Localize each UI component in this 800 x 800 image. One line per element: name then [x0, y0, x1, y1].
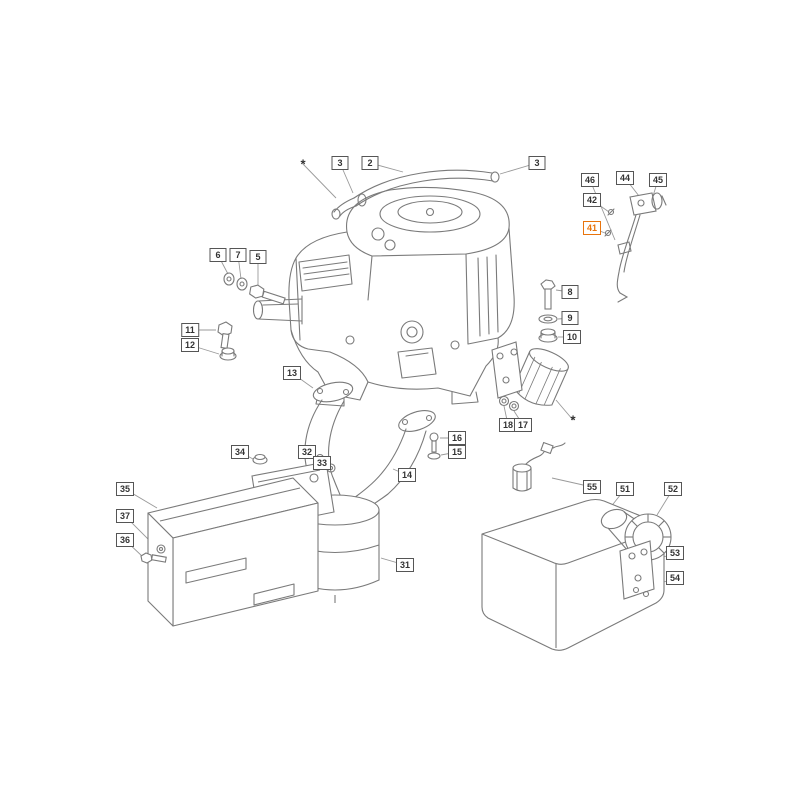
carburetor	[397, 347, 437, 379]
cover-slot-handle	[185, 557, 247, 584]
bolt-11	[217, 321, 233, 349]
part-label-3b[interactable]: 3	[528, 156, 546, 170]
part-label-9[interactable]: 9	[561, 311, 579, 325]
part-label-42[interactable]: 42	[582, 193, 602, 207]
part-label-14[interactable]: 14	[397, 468, 417, 482]
part-label-33[interactable]: 33	[312, 456, 332, 470]
exhaust-gasket-14	[398, 410, 436, 432]
part-label-51[interactable]: 51	[615, 482, 635, 496]
hose-clamp-right	[490, 171, 500, 183]
part-label-41[interactable]: 41	[582, 221, 602, 235]
washer-6	[223, 272, 235, 286]
nut-15	[427, 452, 441, 460]
part-label-15[interactable]: 15	[447, 445, 467, 459]
part-label-36[interactable]: 36	[115, 533, 135, 547]
part-label-16[interactable]: 16	[447, 431, 467, 445]
nut-10	[538, 328, 558, 343]
part-label-34[interactable]: 34	[230, 445, 250, 459]
choke-screw-42	[607, 208, 615, 216]
bolt-36	[140, 552, 167, 564]
tank-bracket	[619, 540, 655, 600]
part-label-37[interactable]: 37	[115, 509, 135, 523]
crankshaft	[252, 295, 303, 325]
cover-slot-lower	[253, 583, 295, 606]
part-label-45[interactable]: 45	[648, 173, 668, 187]
bracket-screws-54	[632, 586, 650, 598]
fasteners	[140, 272, 558, 564]
oil-cap	[371, 227, 385, 241]
cable-clamp	[617, 241, 632, 255]
choke-screw-41	[604, 229, 612, 237]
engine-control-panel	[298, 254, 353, 292]
part-label-52[interactable]: 52	[663, 482, 683, 496]
part-label-54[interactable]: 54	[665, 571, 685, 585]
part-label-46[interactable]: 46	[580, 173, 600, 187]
part-label-3a[interactable]: 3	[331, 156, 349, 170]
part-label-32[interactable]: 32	[297, 445, 317, 459]
washer-9	[538, 314, 558, 324]
part-label-53[interactable]: 53	[665, 546, 685, 560]
battery-cover	[147, 477, 319, 627]
part-label-5[interactable]: 5	[249, 250, 267, 264]
part-label-35[interactable]: 35	[115, 482, 135, 496]
part-label-44[interactable]: 44	[615, 171, 635, 185]
part-label-star-a[interactable]: *	[300, 156, 306, 172]
part-label-star-b[interactable]: *	[570, 412, 576, 428]
part-label-31[interactable]: 31	[395, 558, 415, 572]
part-label-13[interactable]: 13	[282, 366, 302, 380]
choke-cable-assembly	[604, 192, 667, 303]
bolt-5	[249, 284, 286, 305]
fuel-sender	[512, 441, 566, 492]
part-label-6[interactable]: 6	[209, 248, 227, 262]
nut-12	[219, 347, 237, 361]
part-label-17[interactable]: 17	[513, 418, 533, 432]
part-label-2[interactable]: 2	[361, 156, 379, 170]
part-label-10[interactable]: 10	[562, 330, 582, 344]
washer-37	[156, 544, 166, 554]
choke-knob	[651, 192, 663, 210]
fuel-hose	[331, 169, 500, 220]
washer-7	[236, 277, 248, 291]
oil-filter-bracket	[491, 341, 523, 412]
part-label-55[interactable]: 55	[582, 480, 602, 494]
part-label-7[interactable]: 7	[229, 248, 247, 262]
nut-34	[252, 453, 268, 465]
screw-16	[429, 432, 439, 453]
hose-clamp-left	[357, 193, 367, 207]
part-label-8[interactable]: 8	[561, 285, 579, 299]
bolt-8	[540, 279, 556, 310]
part-label-12[interactable]: 12	[180, 338, 200, 352]
exhaust-gasket-13	[312, 381, 354, 403]
filter-washers-18-17	[498, 395, 520, 412]
part-label-11[interactable]: 11	[181, 323, 199, 337]
